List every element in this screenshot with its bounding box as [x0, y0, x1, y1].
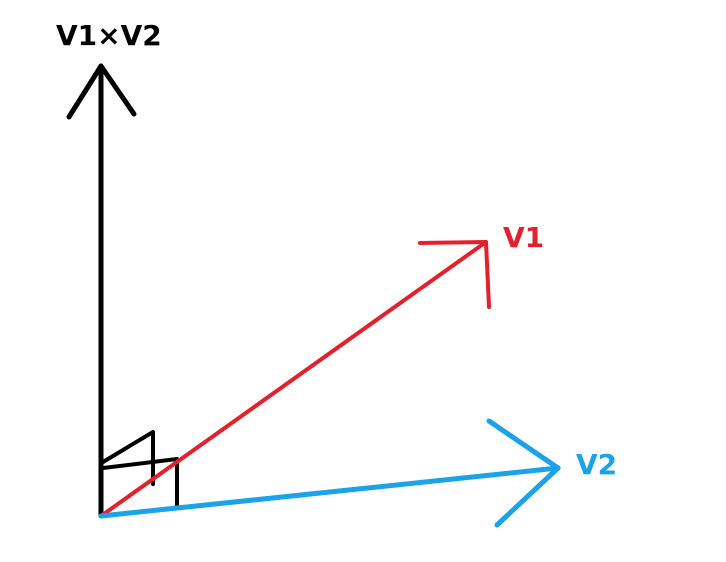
v2-vector — [98, 418, 561, 528]
v2-shaft — [98, 465, 561, 519]
right-angle-marker-v1 — [101, 430, 155, 486]
v1-vector — [99, 240, 491, 518]
v2-arrowhead — [486, 418, 561, 528]
right-angle-marker-v2 — [101, 457, 179, 510]
v1-arrowhead — [418, 240, 491, 309]
cross-product-vector — [66, 63, 137, 519]
cross-product-arrowhead — [66, 63, 137, 120]
v1-shaft — [99, 240, 488, 518]
cross-product-label: V1×V2 — [56, 19, 162, 52]
v2-label: V2 — [576, 448, 617, 481]
v1-label: V1 — [503, 221, 544, 254]
